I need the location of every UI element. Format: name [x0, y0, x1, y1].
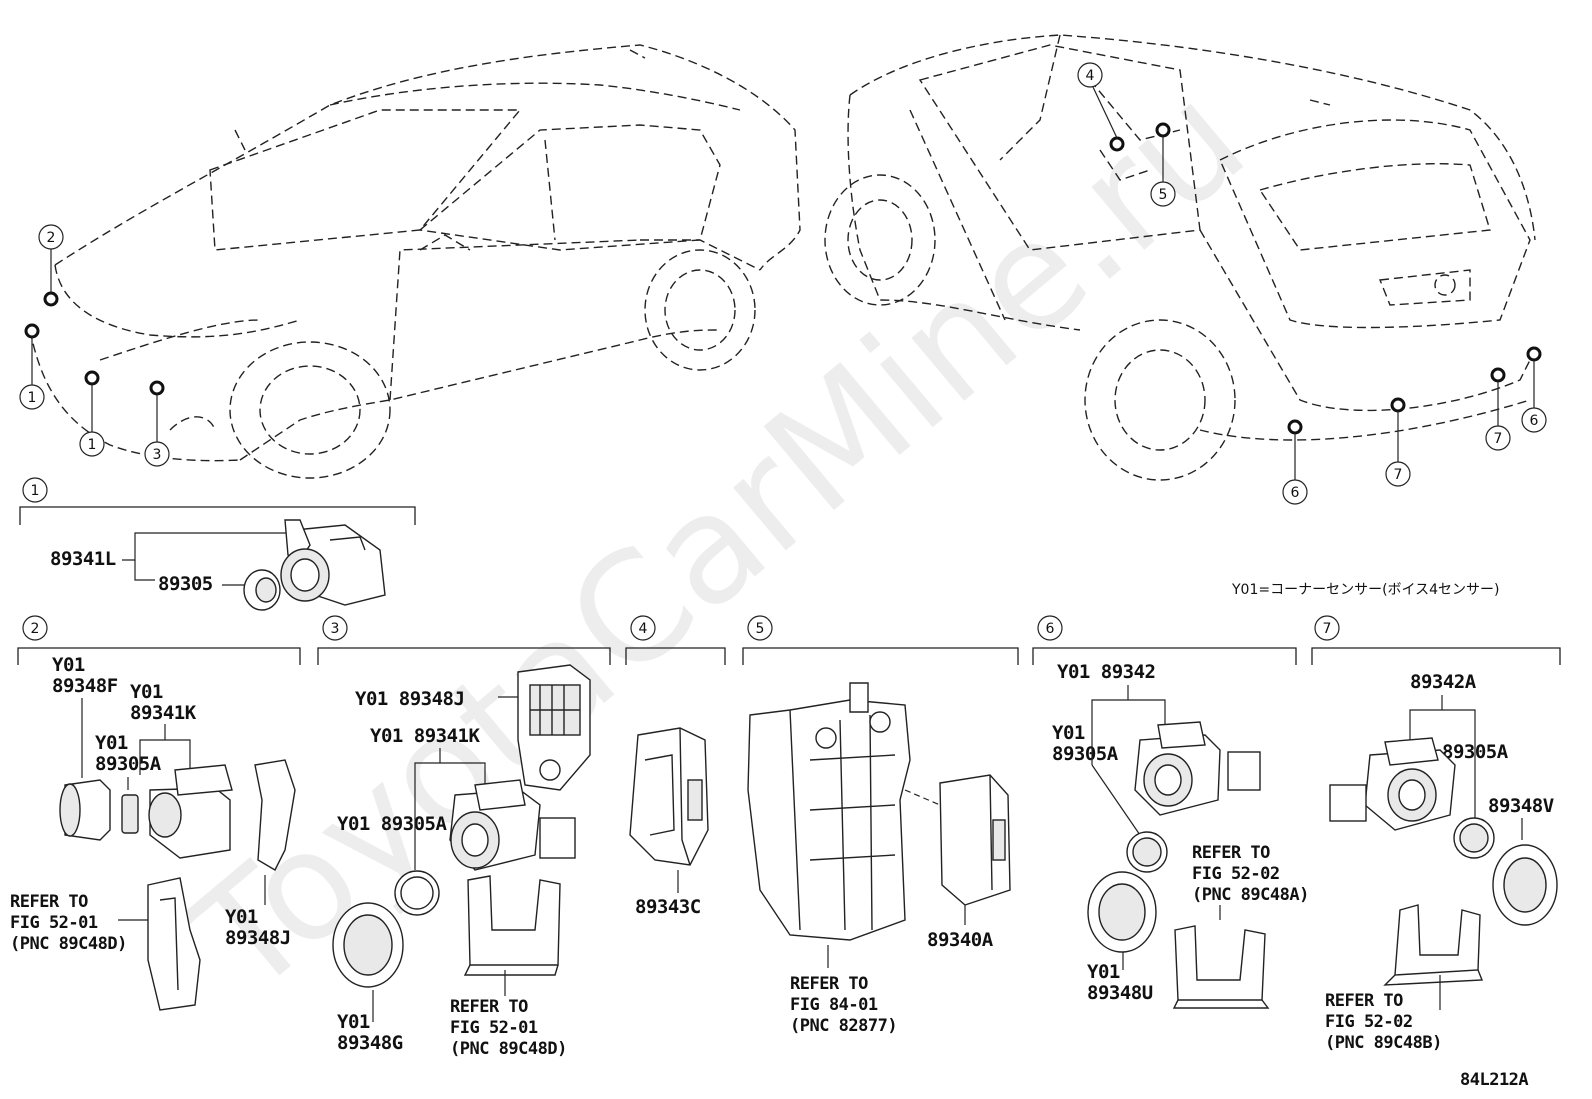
- part-89348J-g3[interactable]: Y01 89348J: [355, 688, 465, 710]
- group-2: 2 Y01 89348F Y01 89341K Y01 89305A Y01 8…: [10, 615, 301, 1011]
- sensor-parts-group-6: [1087, 721, 1270, 1009]
- svg-text:6: 6: [1291, 485, 1300, 501]
- svg-text:7: 7: [1394, 467, 1403, 483]
- svg-text:REFER TO: REFER TO: [450, 997, 528, 1017]
- svg-text:Y01: Y01: [1052, 722, 1085, 744]
- svg-text:Y01: Y01: [337, 1011, 370, 1033]
- svg-text:(PNC 89C48B): (PNC 89C48B): [1325, 1033, 1442, 1053]
- part-89341K-g3[interactable]: Y01 89341K: [370, 725, 481, 747]
- group-6: 6 Y01 89342 Y01 89305A Y01 89348U REFER …: [1032, 615, 1309, 1009]
- group-1: 1 89341L 89305: [19, 477, 416, 611]
- svg-text:FIG 52-02: FIG 52-02: [1325, 1012, 1413, 1032]
- svg-text:7: 7: [1323, 621, 1332, 637]
- svg-text:1: 1: [88, 437, 97, 453]
- svg-text:1: 1: [28, 390, 37, 406]
- figure-code: 84L212A: [1460, 1070, 1528, 1090]
- sensor-parts-group-7: [1329, 737, 1558, 986]
- svg-text:FIG 52-01: FIG 52-01: [10, 913, 98, 933]
- vehicle-callouts: 2 1 1 3 4 5 6 7 7 6: [19, 62, 1547, 505]
- group-4: 4 89343C: [625, 615, 726, 918]
- sensor-markers: [24, 122, 1542, 435]
- svg-text:Y01: Y01: [52, 654, 85, 676]
- svg-text:Y01: Y01: [225, 906, 258, 928]
- svg-text:Y01: Y01: [130, 681, 163, 703]
- svg-text:REFER TO: REFER TO: [10, 892, 88, 912]
- group-5: 5 89340A REFER TO FIG 84-01 (PNC 82877): [742, 615, 1019, 1036]
- svg-text:5: 5: [756, 621, 765, 637]
- svg-text:(PNC 82877): (PNC 82877): [790, 1016, 897, 1036]
- svg-text:7: 7: [1494, 431, 1503, 447]
- group-3: 3 Y01 89348J Y01 89341K Y01 89305A Y01 8…: [317, 615, 611, 1059]
- svg-text:3: 3: [153, 447, 162, 463]
- svg-text:2: 2: [47, 230, 56, 246]
- part-89305A[interactable]: 89305A: [95, 753, 162, 775]
- sensor-assembly-89341L: [243, 519, 386, 611]
- part-89348G[interactable]: 89348G: [337, 1032, 403, 1054]
- svg-text:(PNC 89C48A): (PNC 89C48A): [1192, 885, 1309, 905]
- svg-text:Y01: Y01: [1087, 961, 1120, 983]
- part-89341L[interactable]: 89341L: [50, 548, 116, 570]
- part-89342A[interactable]: 89342A: [1410, 671, 1477, 693]
- svg-text:REFER TO: REFER TO: [790, 974, 868, 994]
- part-89348V[interactable]: 89348V: [1488, 795, 1554, 817]
- part-89348U[interactable]: 89348U: [1087, 982, 1153, 1004]
- part-89305A-g3[interactable]: Y01 89305A: [337, 813, 448, 835]
- svg-text:(PNC 89C48D): (PNC 89C48D): [450, 1039, 567, 1059]
- svg-text:FIG 52-01: FIG 52-01: [450, 1018, 538, 1038]
- part-89343C[interactable]: 89343C: [635, 896, 701, 918]
- front-vehicle-illustration: [29, 44, 801, 479]
- svg-text:FIG 84-01: FIG 84-01: [790, 995, 878, 1015]
- bracket-and-ecu: [747, 682, 1011, 941]
- svg-text:6: 6: [1046, 621, 1055, 637]
- svg-text:FIG 52-02: FIG 52-02: [1192, 864, 1280, 884]
- part-89342[interactable]: Y01 89342: [1057, 661, 1156, 683]
- group-7: 7 89342A 89305A 89348V REFER TO FIG 52-0…: [1311, 615, 1561, 1053]
- buzzer-89343C: [629, 727, 709, 866]
- svg-text:4: 4: [1086, 68, 1095, 84]
- svg-text:Y01: Y01: [95, 732, 128, 754]
- part-89305[interactable]: 89305: [158, 573, 213, 595]
- part-89341K[interactable]: 89341K: [130, 702, 197, 724]
- svg-text:REFER TO: REFER TO: [1325, 991, 1403, 1011]
- svg-text:5: 5: [1159, 187, 1168, 203]
- svg-text:REFER TO: REFER TO: [1192, 843, 1270, 863]
- svg-text:4: 4: [639, 621, 648, 637]
- part-89348F[interactable]: 89348F: [52, 675, 118, 697]
- part-89305A-g6[interactable]: 89305A: [1052, 743, 1119, 765]
- sensor-parts-group-2: [59, 759, 296, 1011]
- part-89340A[interactable]: 89340A: [927, 929, 994, 951]
- svg-text:6: 6: [1530, 413, 1539, 429]
- svg-text:2: 2: [31, 621, 40, 637]
- sensor-parts-group-3: [332, 664, 591, 988]
- y01-note: Y01=コーナーセンサー(ボイス4センサー): [1231, 582, 1500, 598]
- svg-text:1: 1: [31, 483, 40, 499]
- svg-text:(PNC 89C48D): (PNC 89C48D): [10, 934, 127, 954]
- svg-text:3: 3: [331, 621, 340, 637]
- part-89348J[interactable]: 89348J: [225, 927, 291, 949]
